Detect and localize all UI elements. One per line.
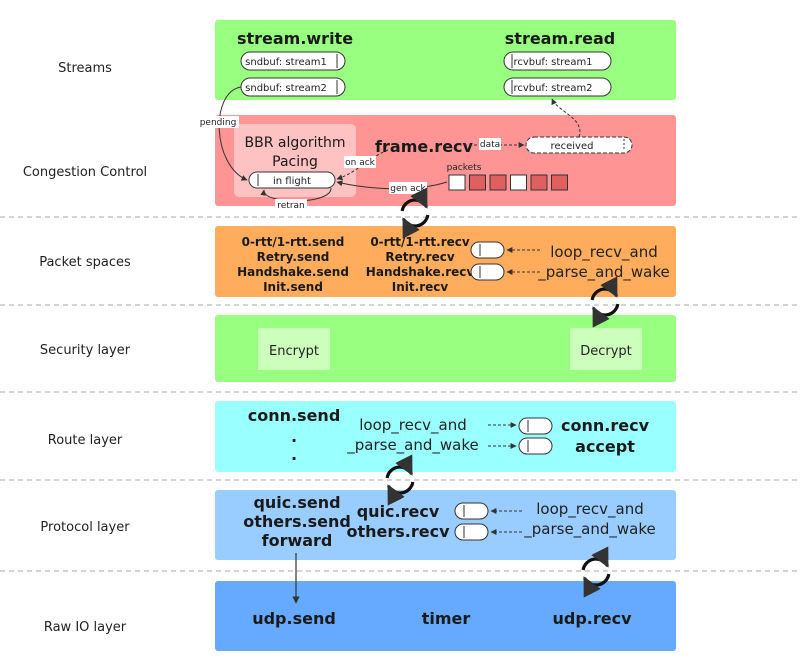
layer-label-raw-io: Raw IO layer bbox=[44, 620, 127, 635]
sndbuf-stream2: sndbuf: stream2 bbox=[240, 77, 346, 97]
cycle-icon bbox=[590, 276, 620, 328]
cycle-icon bbox=[385, 454, 415, 506]
svg-text:received: received bbox=[551, 141, 594, 152]
protocol-loop-line1: loop_recv_and bbox=[536, 500, 643, 519]
route-loop-line2: _parse_and_wake bbox=[346, 436, 478, 455]
cycle-icon bbox=[400, 187, 430, 239]
packet-square bbox=[510, 174, 527, 191]
svg-text:0-rtt/1-rtt.send: 0-rtt/1-rtt.send bbox=[242, 235, 345, 249]
decrypt-box bbox=[570, 328, 642, 370]
layer-label-packet-spaces: Packet spaces bbox=[39, 255, 131, 270]
layer-label-route: Route layer bbox=[48, 433, 123, 448]
decrypt-label: Decrypt bbox=[580, 344, 632, 359]
cycle-icons bbox=[385, 187, 620, 598]
svg-text:sndbuf: stream2: sndbuf: stream2 bbox=[245, 83, 327, 94]
route-panel bbox=[215, 401, 676, 472]
cycle-icon bbox=[581, 546, 611, 598]
packet-queue-arrows bbox=[506, 247, 540, 275]
route-loop-line1: loop_recv_and bbox=[359, 416, 466, 435]
encrypt-box bbox=[258, 328, 330, 370]
svg-text:Handshake.recv: Handshake.recv bbox=[366, 265, 475, 279]
on-ack-tag bbox=[344, 156, 376, 168]
svg-text:Retry.recv: Retry.recv bbox=[385, 250, 454, 264]
encrypt-label: Encrypt bbox=[269, 344, 319, 359]
pending-tag bbox=[197, 116, 239, 128]
udp-send-label: udp.send bbox=[252, 609, 336, 628]
protocol-loop-line2: _parse_and_wake bbox=[523, 520, 655, 539]
protocol-panel bbox=[215, 490, 676, 560]
security-panel bbox=[215, 315, 676, 382]
packet-send-list: 0-rtt/1-rtt.send Retry.send Handshake.se… bbox=[237, 235, 349, 294]
protocol-queue-1 bbox=[454, 502, 489, 520]
layer-label-streams: Streams bbox=[58, 61, 112, 76]
layer-separators bbox=[0, 216, 800, 572]
route-queue-1 bbox=[518, 417, 553, 435]
rcvbuf-stream1: rcvbuf: stream1 bbox=[503, 51, 612, 71]
others-send-label: others.send bbox=[243, 512, 351, 531]
svg-text:Retry.send: Retry.send bbox=[257, 250, 330, 264]
pacing-label: Pacing bbox=[272, 154, 318, 170]
svg-text:rcvbuf: stream2: rcvbuf: stream2 bbox=[513, 83, 592, 94]
accept-label: accept bbox=[575, 437, 635, 456]
conn-recv-label: conn.recv bbox=[561, 416, 650, 435]
packet-square bbox=[530, 174, 548, 191]
timer-label: timer bbox=[422, 609, 471, 628]
frame-recv-label: frame.recv bbox=[375, 137, 473, 156]
packet-recv-list: 0-rtt/1-rtt.recv Retry.recv Handshake.re… bbox=[366, 235, 475, 294]
packet-queue-2 bbox=[470, 263, 505, 281]
packet-square bbox=[448, 174, 466, 191]
packet-queue-1 bbox=[470, 241, 505, 259]
packet-square bbox=[551, 174, 568, 191]
packet-square bbox=[469, 174, 486, 191]
gen-ack-label: gen ack bbox=[390, 184, 426, 194]
svg-text:Init.recv: Init.recv bbox=[392, 280, 449, 294]
protocol-queue-2 bbox=[454, 523, 489, 541]
svg-text:Init.send: Init.send bbox=[263, 280, 323, 294]
layer-label-congestion: Congestion Control bbox=[23, 165, 147, 180]
layer-label-security: Security layer bbox=[40, 343, 131, 358]
packet-loop-line2: _parse_and_wake bbox=[537, 263, 669, 282]
data-label: data bbox=[480, 140, 500, 150]
received-buffer: received bbox=[525, 136, 633, 154]
route-queue-2 bbox=[518, 437, 553, 455]
packet-spaces-panel bbox=[215, 226, 676, 297]
others-recv-label: others.recv bbox=[346, 522, 450, 541]
svg-text:0-rtt/1-rtt.recv: 0-rtt/1-rtt.recv bbox=[370, 235, 470, 249]
svg-text:sndbuf: stream1: sndbuf: stream1 bbox=[245, 57, 327, 68]
svg-text:rcvbuf: stream1: rcvbuf: stream1 bbox=[513, 57, 592, 68]
forward-label: forward bbox=[262, 531, 333, 550]
packets-row bbox=[448, 174, 568, 191]
raw-io-panel bbox=[215, 581, 676, 651]
retran-tag bbox=[275, 199, 307, 211]
data-tag bbox=[479, 138, 501, 150]
quic-send-label: quic.send bbox=[253, 493, 340, 512]
packet-loop-line1: loop_recv_and bbox=[550, 243, 657, 262]
packet-square bbox=[489, 174, 507, 191]
route-dot-1: . bbox=[291, 427, 297, 446]
sndbuf-stream1: sndbuf: stream1 bbox=[240, 51, 346, 71]
udp-recv-label: udp.recv bbox=[552, 609, 632, 628]
pending-label: pending bbox=[200, 118, 237, 128]
in-flight-buffer: in flight bbox=[248, 171, 336, 189]
stream-read-label: stream.read bbox=[505, 29, 615, 48]
svg-text:Handshake.send: Handshake.send bbox=[237, 265, 349, 279]
stream-write-label: stream.write bbox=[237, 29, 353, 48]
packets-label: packets bbox=[447, 163, 482, 173]
protocol-arrows bbox=[490, 508, 522, 535]
bbr-label: BBR algorithm bbox=[245, 135, 346, 151]
on-ack-label: on ack bbox=[345, 158, 376, 168]
layer-label-protocol: Protocol layer bbox=[40, 520, 130, 535]
route-dot-2: . bbox=[291, 445, 297, 464]
conn-send-label: conn.send bbox=[248, 406, 341, 425]
layer-labels: Streams Congestion Control Packet spaces… bbox=[23, 61, 147, 635]
retran-label: retran bbox=[277, 201, 305, 211]
rcvbuf-stream2: rcvbuf: stream2 bbox=[503, 77, 612, 97]
svg-text:in flight: in flight bbox=[273, 176, 311, 187]
quic-recv-label: quic.recv bbox=[357, 502, 440, 521]
